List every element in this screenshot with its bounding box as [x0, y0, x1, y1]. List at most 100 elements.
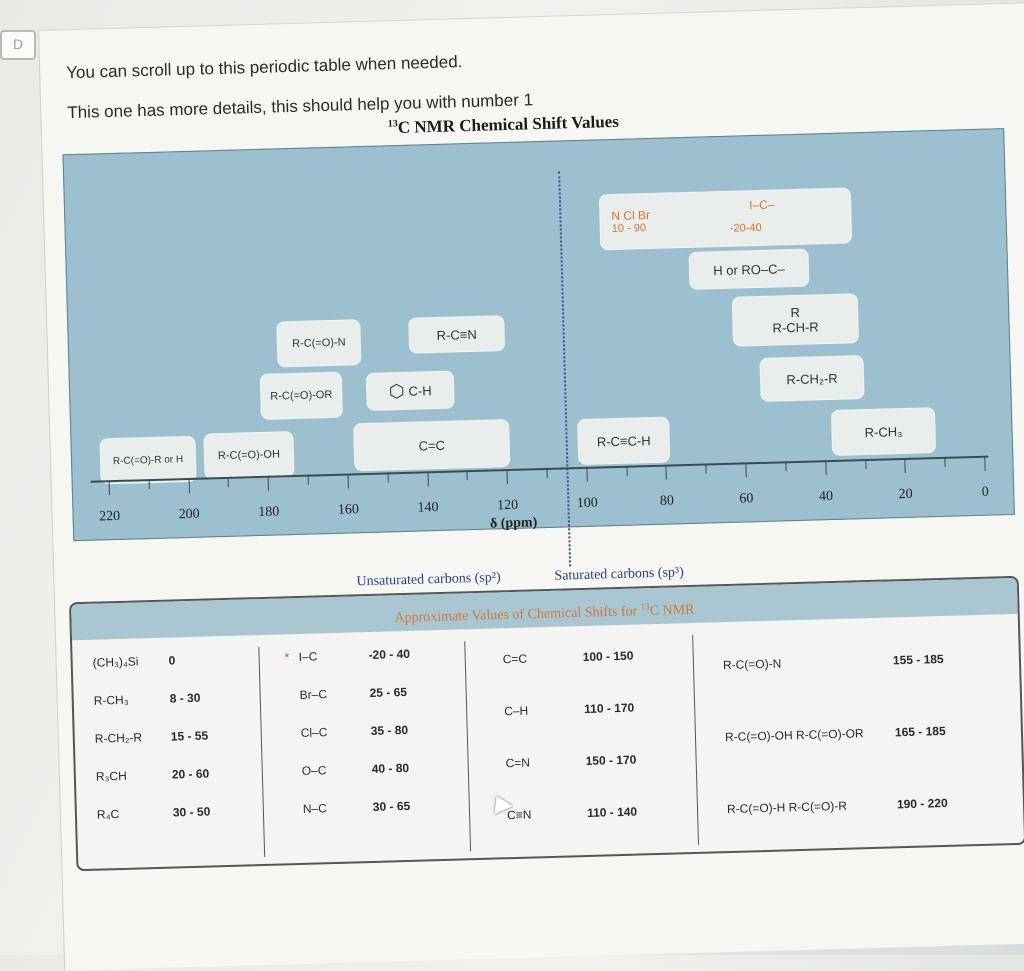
row-label: R-C(=O)-OH R-C(=O)-OR — [724, 726, 864, 745]
methine: R-CH-R — [772, 319, 819, 336]
axis-major-tick — [984, 456, 986, 471]
row-value: 150 - 170 — [585, 752, 637, 768]
row-label: Cl–C — [300, 725, 328, 740]
column-divider — [258, 647, 266, 858]
table-header: Approximate Values of Chemical Shifts fo… — [71, 577, 1018, 641]
row-label: R₃CH — [95, 768, 127, 784]
axis-tick-label: 40 — [818, 488, 834, 505]
aldehyde-ketone: R-C(=O)-R or H — [112, 453, 184, 467]
chip-alkene: C=C — [353, 418, 511, 472]
ester: R-C(=O)-OR — [270, 388, 333, 403]
axis-unit-label: δ (ppm) — [489, 515, 538, 532]
methyl: R-CH₃ — [864, 423, 903, 440]
row-label: N–C — [302, 801, 328, 816]
chip-acid: R-C(=O)-OH — [203, 431, 295, 480]
aromatic: C-H — [408, 382, 432, 399]
axis-minor-tick — [944, 457, 946, 467]
axis-major-tick — [267, 476, 270, 491]
axis-tick-label: 80 — [659, 493, 675, 509]
halogen-atoms: N Cl Br — [611, 207, 651, 224]
benzene-ring-icon: ⬡ — [388, 380, 405, 401]
row-label: C≡N — [506, 807, 532, 823]
row-label: R-CH₂-R — [94, 730, 143, 746]
halogen-range: 10 - 90 — [611, 222, 647, 236]
axis-major-tick — [586, 467, 588, 482]
alkene: C=C — [418, 437, 446, 454]
axis-major-tick — [347, 474, 349, 489]
acid: R-C(=O)-OH — [217, 448, 281, 463]
column-divider — [464, 641, 472, 852]
axis-major-tick — [825, 461, 827, 476]
axis-minor-tick — [307, 475, 309, 485]
row-label: C–H — [504, 703, 529, 719]
axis-minor-tick — [705, 464, 707, 474]
row-value: 35 - 80 — [370, 722, 409, 738]
methine-top: R — [790, 304, 801, 321]
axis-major-tick — [745, 463, 747, 478]
chip-methine: R R-CH-R — [731, 293, 860, 347]
axis-major-tick — [506, 470, 509, 485]
row-label: Br–C — [299, 687, 328, 702]
row-value: 30 - 65 — [372, 798, 411, 814]
row-value: 40 - 80 — [371, 760, 410, 776]
chip-nitrile: R-C≡N — [408, 315, 506, 354]
shift-table: Approximate Values of Chemical Shifts fo… — [68, 575, 1024, 872]
axis-tick-label: 120 — [496, 497, 519, 514]
axis-tick-label: 100 — [576, 495, 598, 512]
axis-minor-tick — [466, 471, 469, 481]
row-label: R-C(=O)-H R-C(=O)-R — [726, 798, 848, 817]
saturated-label: Saturated carbons (sp³) — [554, 565, 685, 584]
axis-tick-label: 20 — [898, 486, 913, 503]
nitrile: R-C≡N — [436, 326, 477, 343]
axis-minor-tick — [546, 468, 548, 478]
axis-minor-tick — [785, 462, 787, 472]
chip-methyl: R-CH₃ — [830, 407, 937, 456]
axis-major-tick — [427, 472, 429, 487]
row-label: C=C — [502, 651, 528, 667]
chip-ether: H or RO–C– — [688, 248, 810, 290]
row-label: C=N — [505, 755, 531, 771]
amide: R-C(=O)-N — [291, 336, 346, 351]
chip-methylene: R-CH₂-R — [759, 355, 865, 402]
chip-alkyne: R-C≡C-H — [577, 416, 671, 466]
unsaturated-label: Unsaturated carbons (sp²) — [356, 570, 501, 590]
asterisk-marker: * — [284, 650, 290, 665]
row-value: -20 - 40 — [368, 646, 411, 663]
row-value: 165 - 185 — [894, 723, 946, 740]
axis-tick-label: 220 — [98, 508, 121, 525]
row-value: 0 — [168, 653, 176, 668]
column-divider — [692, 634, 700, 845]
row-label: R-C(=O)-N — [722, 656, 782, 673]
axis-tick-label: 140 — [417, 500, 439, 516]
axis-minor-tick — [864, 460, 867, 470]
axis-minor-tick — [148, 480, 150, 490]
row-value: 15 - 55 — [170, 728, 209, 744]
axis-tick-label: 180 — [258, 504, 280, 521]
chip-aromatic: ⬡ C-H — [365, 370, 455, 411]
row-value: 155 - 185 — [892, 651, 944, 668]
axis-major-tick — [665, 465, 668, 480]
axis-tick-label: 60 — [739, 491, 754, 507]
row-label: R-CH₃ — [93, 692, 129, 708]
alkyne: R-C≡C-H — [596, 432, 651, 450]
row-value: 8 - 30 — [169, 690, 201, 706]
row-value: 110 - 140 — [586, 804, 638, 820]
chart-title: 13C NMR Chemical Shift Values — [387, 111, 620, 137]
iodo-struct: I–C– — [748, 197, 775, 213]
row-value: 100 - 150 — [582, 648, 634, 665]
axis-minor-tick — [228, 477, 230, 487]
chip-halogens: N Cl Br 10 - 90 I–C– -20-40 — [598, 187, 853, 251]
axis-major-tick — [904, 458, 907, 473]
row-label: R₄C — [96, 807, 120, 822]
axis-tick-label: 0 — [981, 484, 989, 500]
row-value: 25 - 65 — [369, 684, 408, 700]
nmr-chart-panel: N Cl Br 10 - 90 I–C– -20-40 H or RO–C– R… — [62, 128, 1015, 567]
iodo-range: -20-40 — [729, 221, 762, 235]
bookmark-icon[interactable]: D — [0, 30, 36, 60]
row-label: (CH₃)₄Si — [92, 654, 139, 670]
chip-amide: R-C(=O)-N — [276, 319, 362, 368]
row-value: 190 - 220 — [896, 795, 948, 812]
axis-minor-tick — [626, 466, 628, 476]
axis-tick-label: 200 — [178, 506, 200, 523]
row-label: I–C — [298, 649, 318, 664]
